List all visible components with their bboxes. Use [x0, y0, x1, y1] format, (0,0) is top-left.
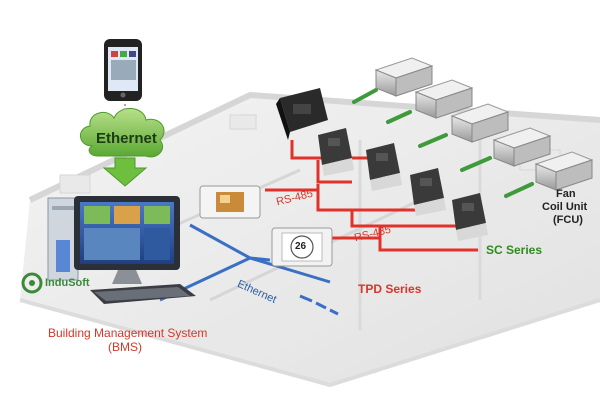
sc-device-2	[366, 143, 402, 191]
fcu-unit-4	[492, 127, 552, 167]
fcu-label-line2: Coil Unit	[542, 201, 588, 213]
tpd-series-label: TPD Series	[358, 282, 422, 296]
controller-main	[276, 88, 328, 140]
fcu-label-line1: Fan	[556, 188, 576, 200]
thermostat-reading: 26	[295, 241, 307, 252]
bms-label-line2: (BMS)	[108, 340, 142, 354]
indusoft-logo-text: InduSoft	[45, 277, 90, 289]
fcu-links	[352, 88, 534, 198]
tpd-thermostat-icon	[271, 227, 333, 267]
fcu-unit-3	[450, 103, 510, 143]
ethernet-cloud-label: Ethernet	[96, 130, 157, 147]
fcu-label-line3: (FCU)	[553, 214, 583, 226]
fcu-unit-5	[534, 151, 594, 191]
sc-device-1	[318, 128, 354, 176]
wall-panel-icon	[199, 185, 261, 219]
fcu-unit-2	[414, 79, 474, 119]
indusoft-logo-icon	[21, 272, 43, 294]
bms-computer-icon	[47, 196, 196, 304]
fcu-unit-1	[374, 57, 434, 97]
sc-device-4	[452, 193, 488, 241]
ethernet-cloud-icon	[80, 104, 165, 187]
sc-series-label: SC Series	[486, 243, 543, 257]
rs485-network	[265, 140, 478, 252]
bms-label-line1: Building Management System	[48, 326, 208, 340]
sc-device-3	[410, 168, 446, 216]
fcu-units	[374, 57, 594, 191]
smartphone-icon	[104, 39, 142, 101]
sc-series-devices	[318, 128, 488, 241]
